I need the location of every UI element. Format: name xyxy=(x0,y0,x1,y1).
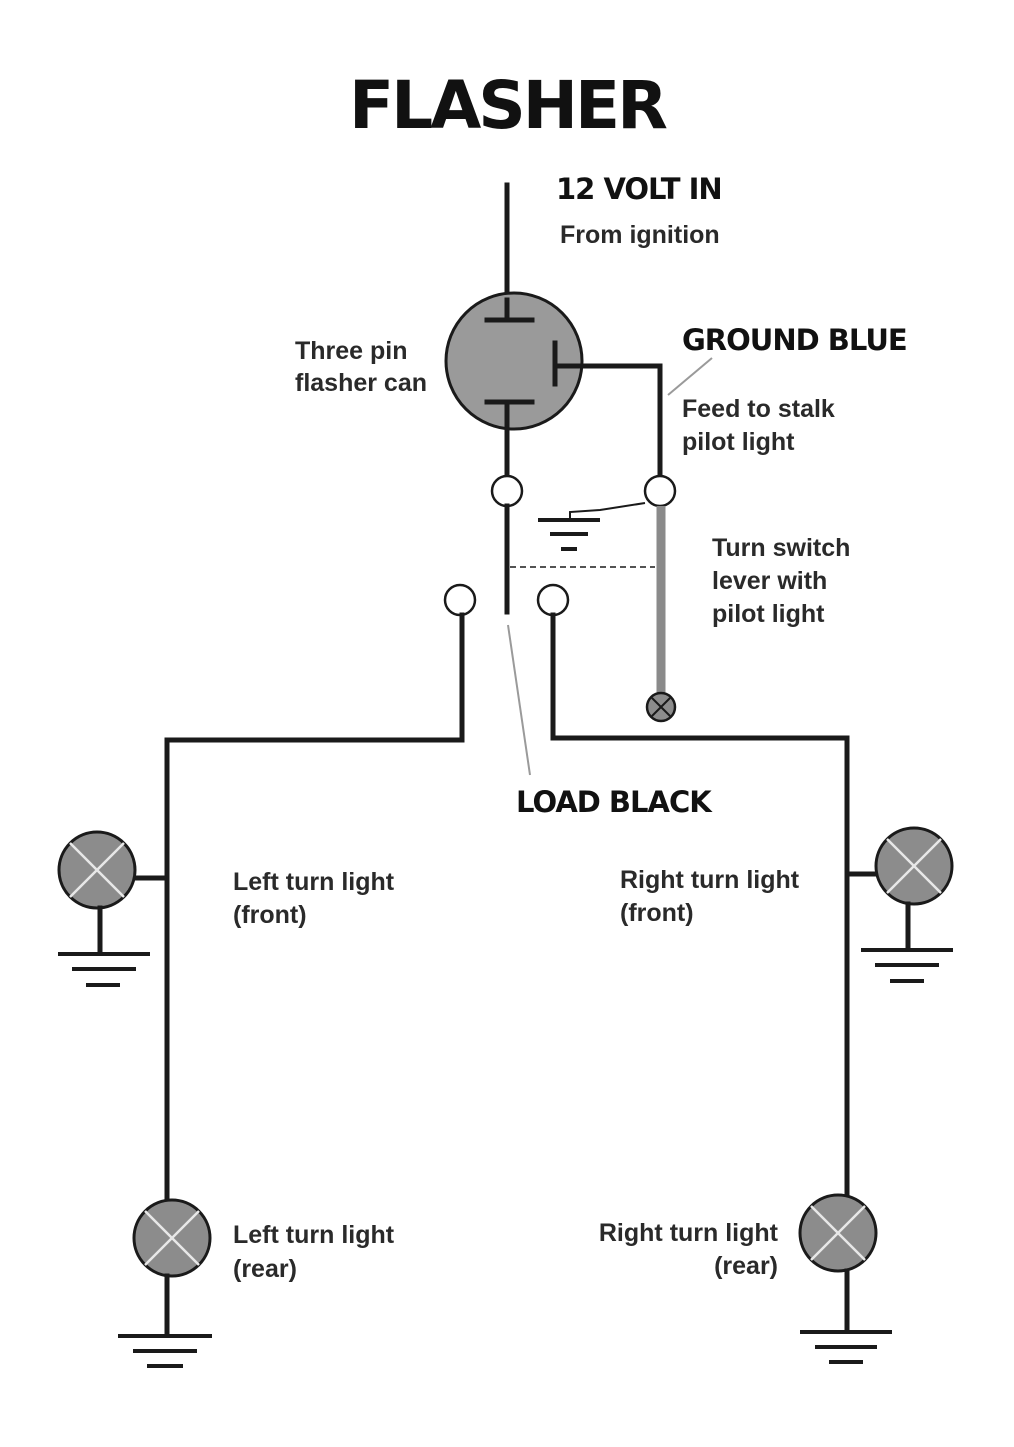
switch-label-line3: pilot light xyxy=(712,600,825,628)
pilot-feed-terminal xyxy=(643,474,677,508)
right-front-label-line1: Right turn light xyxy=(620,866,800,894)
ground-blue-leader xyxy=(667,357,713,396)
left-rear-lamp xyxy=(118,1198,212,1368)
switch-ground-symbol xyxy=(538,502,646,551)
left-rear-label-line1: Left turn light xyxy=(233,1221,395,1249)
flasher-label-line1: Three pin xyxy=(295,337,408,365)
right-rear-lamp xyxy=(798,1193,892,1364)
pilot-feed-wire xyxy=(579,363,663,478)
flasher-label-line2: flasher can xyxy=(295,369,427,397)
switch-label-line2: lever with xyxy=(712,567,827,595)
left-contact-terminal xyxy=(443,583,477,617)
right-rear-label-line1: Right turn light xyxy=(599,1219,779,1247)
load-black-leader xyxy=(507,624,531,776)
supply-sublabel: From ignition xyxy=(560,221,720,249)
left-front-label-line2: (front) xyxy=(233,901,307,929)
left-rear-label-line2: (rear) xyxy=(233,1255,297,1283)
ground-blue-label: GROUND BLUE xyxy=(682,323,907,357)
load-black-label: LOAD BLACK xyxy=(516,785,713,819)
right-front-lamp xyxy=(861,826,954,983)
pilot-light-bulb xyxy=(645,691,677,723)
diagram-title: FLASHER xyxy=(349,67,667,144)
switch-label-line1: Turn switch xyxy=(712,534,850,562)
feed-label-line1: Feed to stalk xyxy=(682,395,835,423)
right-rear-label-line2: (rear) xyxy=(714,1252,778,1280)
switch-input-terminal xyxy=(490,474,524,508)
right-front-label-line2: (front) xyxy=(620,899,694,927)
left-circuit-wire xyxy=(164,612,465,1203)
flasher-can xyxy=(444,291,585,433)
left-front-lamp xyxy=(57,830,150,987)
feed-label-line2: pilot light xyxy=(682,428,795,456)
left-front-label-line1: Left turn light xyxy=(233,868,395,896)
right-contact-terminal xyxy=(536,583,570,617)
supply-label: 12 VOLT IN xyxy=(556,172,722,206)
right-circuit-wire xyxy=(550,612,850,1198)
